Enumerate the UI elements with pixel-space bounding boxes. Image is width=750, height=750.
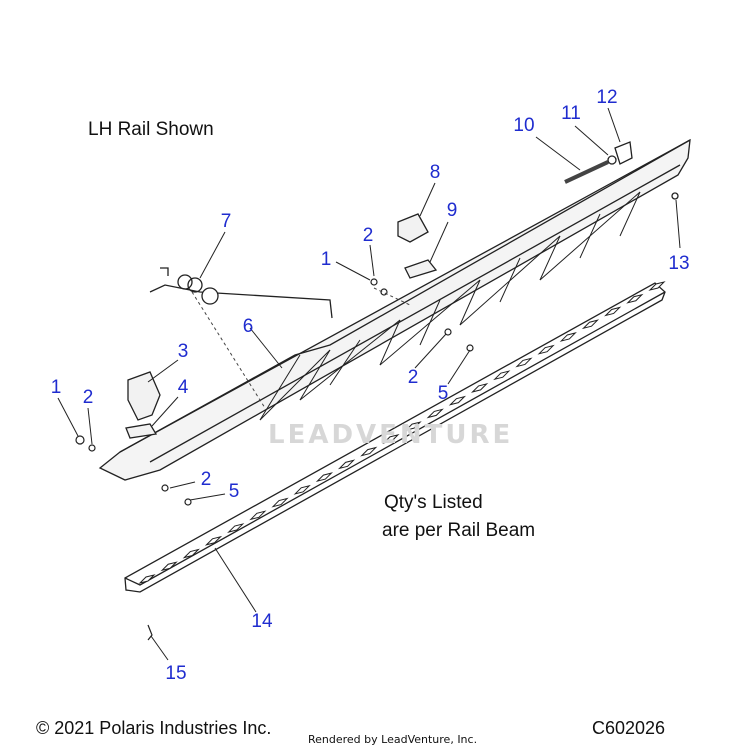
parts-10-12 xyxy=(564,141,679,200)
parts-8-9 xyxy=(397,213,438,279)
callout-9[interactable]: 9 xyxy=(446,200,458,221)
callout-2[interactable]: 2 xyxy=(200,469,212,490)
callout-1[interactable]: 1 xyxy=(50,377,62,398)
callout-14[interactable]: 14 xyxy=(251,611,273,632)
bumper-block xyxy=(125,371,161,439)
callout-11[interactable]: 11 xyxy=(561,103,581,124)
rendered-by-text: Rendered by LeadVenture, Inc. xyxy=(308,733,478,746)
rail-beam xyxy=(98,138,691,481)
callout-2[interactable]: 2 xyxy=(407,367,419,388)
callout-4[interactable]: 4 xyxy=(177,377,189,398)
watermark: LEADVENTURE xyxy=(268,420,514,450)
spring-assembly xyxy=(149,267,333,319)
callout-10[interactable]: 10 xyxy=(513,115,535,136)
leader-lines xyxy=(57,107,681,661)
fasteners xyxy=(75,278,474,641)
callout-3[interactable]: 3 xyxy=(177,341,189,362)
callout-15[interactable]: 15 xyxy=(165,663,187,684)
callout-2[interactable]: 2 xyxy=(362,225,374,246)
callout-8[interactable]: 8 xyxy=(429,162,441,183)
wear-strip-teeth xyxy=(138,281,666,584)
callout-1[interactable]: 1 xyxy=(320,249,332,270)
callout-13[interactable]: 13 xyxy=(668,253,690,274)
note-rail-shown: LH Rail Shown xyxy=(88,119,214,140)
note-qty-line2: are per Rail Beam xyxy=(382,520,536,541)
callout-12[interactable]: 12 xyxy=(596,87,618,108)
callout-5[interactable]: 5 xyxy=(228,481,240,502)
dashed-guides xyxy=(191,287,411,409)
diagram-code: C602026 xyxy=(592,718,666,738)
copyright-text: © 2021 Polaris Industries Inc. xyxy=(36,718,272,738)
note-qty-line1: Qty's Listed xyxy=(384,492,483,513)
callout-6[interactable]: 6 xyxy=(242,316,254,337)
callout-2[interactable]: 2 xyxy=(82,387,94,408)
callout-5[interactable]: 5 xyxy=(437,383,449,404)
callout-7[interactable]: 7 xyxy=(220,211,232,232)
